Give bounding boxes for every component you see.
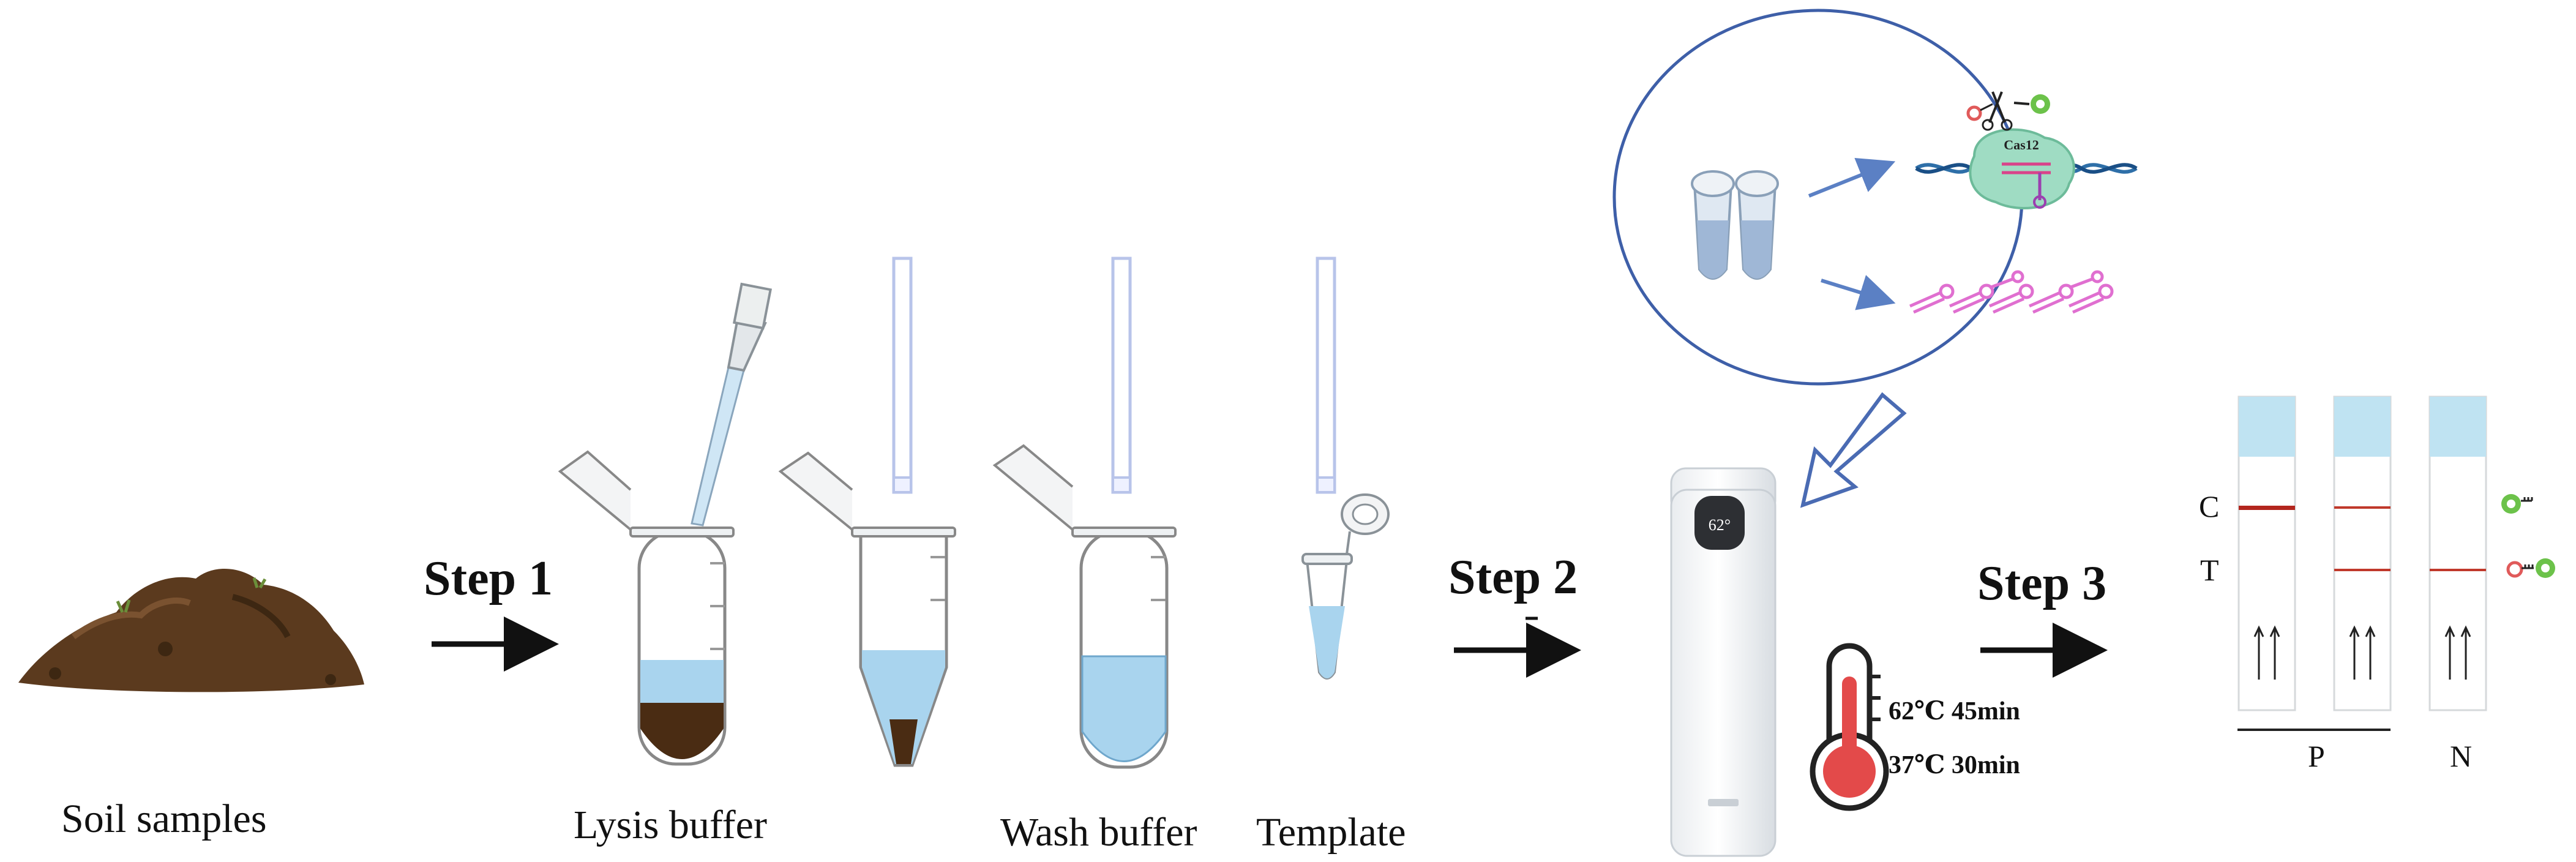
temperature-1-label: 62℃ 45min — [1889, 697, 2020, 725]
to-cas12-arrow — [1808, 157, 1896, 198]
control-line-label: C — [2199, 489, 2220, 523]
thermometer-icon — [1810, 643, 1889, 811]
reporter-control-icon — [2501, 494, 2533, 514]
thermos-display: 62° — [1709, 516, 1731, 534]
step1-label: Step 1 — [424, 552, 553, 605]
wash-buffer-label: Wash buffer — [1000, 810, 1197, 855]
lysis-buffer-label: Lysis buffer — [574, 803, 767, 847]
template-tube-icon — [1301, 257, 1390, 680]
cas12-protein-icon: Cas12 — [1969, 128, 2075, 209]
scissors-icon — [1982, 91, 2013, 131]
test-line-label: T — [2200, 553, 2219, 587]
to-amplicon-arrow — [1821, 275, 1896, 310]
flow-arrows — [2253, 625, 2280, 680]
cas12-label: Cas12 — [2004, 137, 2039, 152]
hollow-down-arrow — [1800, 392, 1907, 508]
reaction-detail-circle: Cas12 — [1612, 9, 2138, 386]
template-label: Template — [1256, 810, 1406, 855]
temperature-2-label: 37℃ 30min — [1889, 751, 2020, 779]
strip-negative — [2428, 395, 2487, 711]
flow-arrows — [2349, 625, 2376, 680]
positive-label: P — [2308, 739, 2325, 773]
reporter-cleaved-icon — [1966, 94, 2050, 121]
control-line — [2334, 506, 2391, 509]
soil-pile-icon — [18, 568, 364, 692]
wash-tube-icon — [992, 257, 1177, 769]
strip-positive-2 — [2333, 395, 2392, 711]
control-line — [2239, 506, 2295, 510]
lysis-tube-icon — [558, 282, 773, 766]
step2-label: Step 2 — [1448, 550, 1578, 604]
test-line — [2430, 569, 2486, 571]
flow-arrows — [2444, 625, 2471, 680]
amplicon-icon — [1909, 270, 2114, 314]
soil-samples-label: Soil samples — [61, 796, 267, 841]
conical-tube-icon — [778, 257, 956, 767]
reporter-test-icon — [2506, 558, 2555, 578]
thermos-icon: 62° — [1670, 467, 1777, 857]
reaction-tubes-icon — [1691, 170, 1779, 280]
step3-label: Step 3 — [1977, 557, 2107, 610]
test-line — [2334, 569, 2391, 571]
strip-positive-1 — [2237, 395, 2296, 711]
negative-label: N — [2450, 739, 2473, 773]
